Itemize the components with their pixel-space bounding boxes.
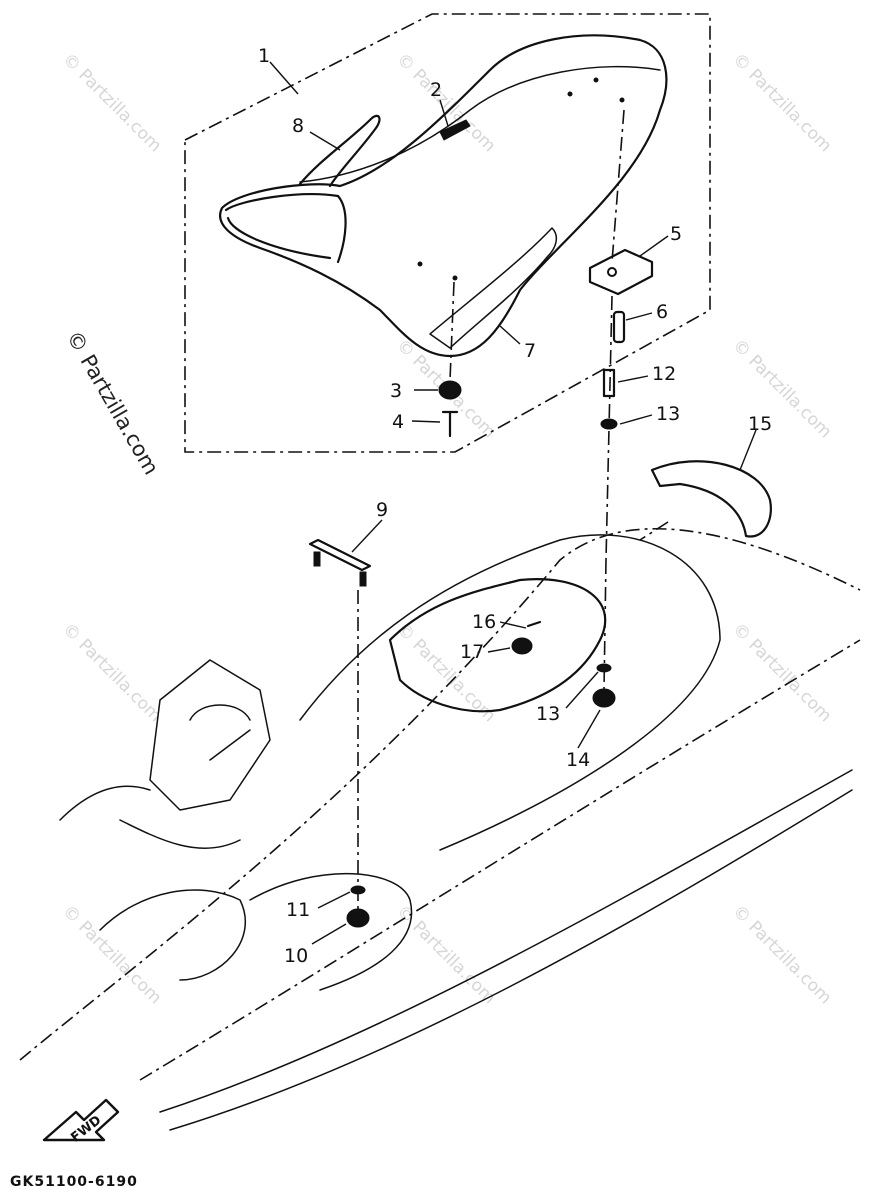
seat-stay [308,538,372,587]
callout-label: 3 [390,380,402,402]
alignment-line [611,109,625,263]
seat-well [388,578,607,713]
callout-label: 14 [566,749,590,771]
callout-label: 6 [656,301,668,323]
seat-collar [438,380,462,400]
callout-label: 4 [392,411,404,433]
seat-hole [417,261,423,267]
callout-label: 11 [286,899,310,921]
hull-deck [19,527,861,1131]
nut-17 [511,637,533,655]
alignment-line [639,521,669,541]
stay-bar [308,538,372,572]
seat-well-rim [299,534,721,851]
seat-label-tag [439,119,471,141]
engine-bay [149,659,271,811]
deck-rail-outer [169,789,853,1131]
seat-pin [441,410,459,438]
callout-label: 9 [376,499,388,521]
watermark-group: © Partzilla.com © Partzilla.com © Partzi… [58,49,835,1008]
watermark: © Partzilla.com [58,619,165,726]
watermark: © Partzilla.com [728,335,835,442]
nut-14 [592,688,616,708]
nut-10 [346,908,370,928]
deck-rail-inner [159,769,853,1113]
callout-label: 1 [258,45,270,67]
seat-hardware [438,248,654,438]
seat-hole [619,97,625,103]
seat-hole [452,275,458,281]
watermark: © Partzilla.com [58,49,165,156]
watermark: © Partzilla.com [392,901,499,1008]
seat-outline [219,34,668,358]
watermark: © Partzilla.com [728,901,835,1008]
fwd-arrow-shape [42,1098,120,1142]
callout-labels: 1 2 3 4 5 6 7 8 9 10 11 12 13 13 14 15 1… [258,45,772,967]
alignment-line [605,295,613,561]
callout-label: 15 [748,413,772,435]
callout-label: 16 [472,611,496,633]
hull-left-curve [59,785,247,981]
part-code: GK51100-6190 [10,1174,138,1190]
callout-label: 12 [652,363,676,385]
deck-edge [139,639,861,1081]
callout-label: 13 [536,703,560,725]
callout-label: 13 [656,403,680,425]
seat-assembly [219,34,668,358]
alignment-line [603,559,607,691]
grab-strap [298,114,381,188]
seat-front-rim [224,193,347,264]
stay-leg [359,571,367,587]
hull-outline [19,527,861,1061]
engine-detail [119,704,251,849]
callout-label: 17 [460,641,484,663]
latch-bracket [588,248,654,296]
callout-label: 7 [524,340,536,362]
bracket-bolt [612,310,626,344]
alignment-line [449,281,455,381]
seat-side-panel [429,227,558,349]
callout-label: 8 [292,115,304,137]
clip-16 [526,620,542,628]
hull-lower [249,873,413,991]
seat-ridge [299,65,661,183]
latch-pin [602,368,616,398]
forward-direction-arrow: FWD [42,1098,120,1146]
callout-leaders [269,61,757,945]
callout-label: 10 [284,945,308,967]
callout-label: 5 [670,223,682,245]
seat-hole [567,91,573,97]
watermark: © Partzilla.com [728,49,835,156]
lower-hardware [346,620,616,928]
latch-hole [607,267,617,277]
storage-cover [650,460,772,538]
assembly-boundary [184,13,711,453]
stay-leg [313,551,321,567]
seat-hole [593,77,599,83]
watermark: © Partzilla.com [392,49,499,156]
watermark-side: © Partzilla.com [62,327,164,479]
callout-label: 2 [430,79,442,101]
alignment-lines [357,109,669,910]
